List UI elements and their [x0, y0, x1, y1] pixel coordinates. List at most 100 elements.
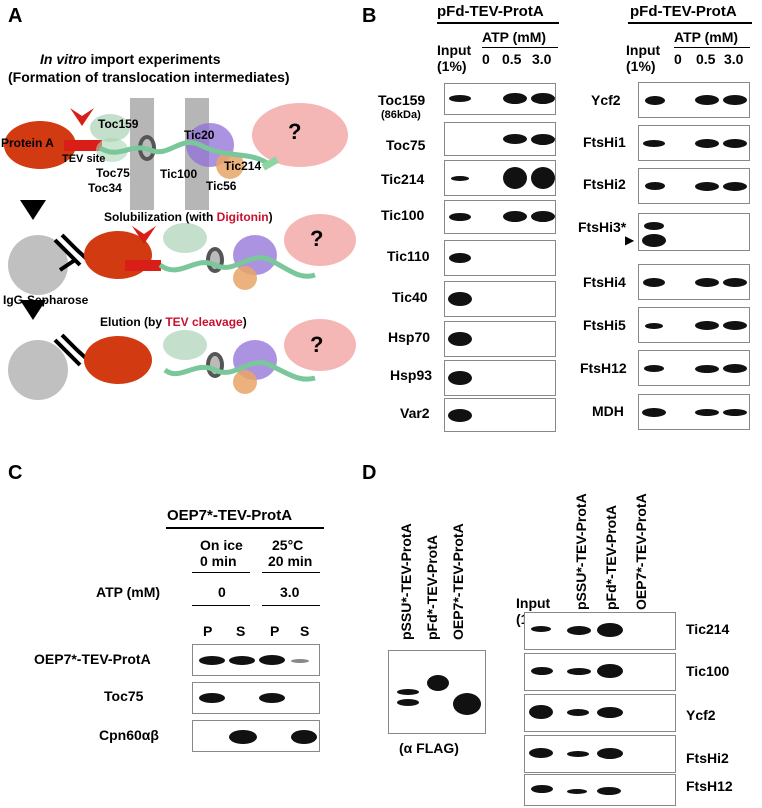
- b-left-input-pct: (1%): [437, 58, 467, 74]
- blot-tic110: [444, 240, 556, 276]
- b-row-label: MDH: [592, 403, 624, 419]
- label-tic214: Tic214: [224, 159, 262, 173]
- c-row-label: Toc75: [104, 688, 144, 704]
- b-row-label: FtsHi4: [583, 274, 626, 290]
- b-left-atp-0: 0: [482, 51, 490, 67]
- b-row-label: Var2: [400, 405, 430, 421]
- step-elution: Elution (by TEV cleavage): [100, 315, 247, 329]
- d-row-label: Tic100: [686, 663, 730, 679]
- b-row-label: FtsHi2: [583, 176, 626, 192]
- panel-a-title-1: In vitro import experiments: [40, 52, 221, 66]
- blot-ftshi2: [638, 168, 750, 204]
- b-row-label: FtsHi1: [583, 134, 626, 150]
- blot-var2: [444, 398, 556, 432]
- blot-tic214: [444, 160, 556, 196]
- c-cond1-a: On ice: [200, 537, 243, 553]
- b-row-label: FtsHi3*: [578, 219, 627, 235]
- c-fraction-p2: P: [270, 623, 280, 639]
- label-toc159: Toc159: [98, 117, 139, 131]
- panel-a-letter: A: [8, 5, 23, 27]
- b-row-label: Toc159: [378, 92, 426, 108]
- question-mark-3: ?: [310, 332, 324, 357]
- b-right-construct-line: [628, 22, 752, 24]
- b-right-atp-line: [674, 47, 750, 48]
- label-tic100: Tic100: [160, 167, 198, 181]
- c-blot-cpn60: [192, 720, 320, 752]
- c-cond1-line: [192, 572, 250, 573]
- panel-a-schematic: [4, 98, 356, 400]
- panel-b-letter: B: [362, 5, 377, 27]
- c-construct-line: [166, 527, 324, 529]
- blot-tic40: [444, 281, 556, 317]
- step-solubilization: Solubilization (with Digitonin): [104, 210, 273, 224]
- b-row-label: FtsH12: [580, 360, 627, 376]
- label-tic56: Tic56: [206, 179, 237, 193]
- blot-ftshi3: [638, 213, 750, 251]
- d-row-label: Tic214: [686, 621, 730, 637]
- d-left-lane-3: OEP7*-TEV-ProtA: [450, 523, 466, 640]
- b-row-sublabel: (86kDa): [381, 109, 421, 121]
- d-blot-flag: [388, 650, 486, 734]
- d-left-lane-2: pFd*-TEV-ProtA: [424, 535, 440, 640]
- blot-ftshi5: [638, 307, 750, 343]
- d-row-label: Ycf2: [686, 707, 716, 723]
- label-toc34: Toc34: [88, 181, 122, 195]
- panel-a-title-rest: import experiments: [86, 51, 221, 67]
- b-row-label: Tic40: [392, 289, 428, 305]
- panel-c-letter: C: [8, 462, 23, 484]
- b-left-construct-line: [437, 22, 559, 24]
- c-atp0-line: [192, 605, 250, 606]
- b-right-atp-05: 0.5: [696, 51, 716, 67]
- blot-hsp93: [444, 360, 556, 396]
- label-tic20: Tic20: [184, 128, 215, 142]
- b-row-label: FtsHi5: [583, 317, 626, 333]
- b-left-input: Input: [437, 42, 472, 58]
- blot-toc159: [444, 83, 556, 115]
- b-right-input-pct: (1%): [626, 58, 656, 74]
- b-right-construct: pFd-TEV-ProtA: [630, 3, 737, 20]
- blot-ftsh12: [638, 350, 750, 386]
- c-cond2-a: 25°C: [272, 537, 304, 553]
- c-atp-label: ATP (mM): [96, 584, 161, 600]
- c-cond1-b: 0 min: [200, 553, 237, 569]
- c-fraction-s2: S: [300, 623, 310, 639]
- ftshi3-arrowhead-icon: ▶: [625, 233, 635, 247]
- blot-ftshi1: [638, 125, 750, 161]
- blot-tic100: [444, 200, 556, 234]
- b-right-input: Input: [626, 42, 661, 58]
- c-cond2-b: 20 min: [268, 553, 313, 569]
- c-blot-oep7: [192, 644, 320, 676]
- label-igg-sepharose: IgG-Sepharose: [3, 293, 89, 307]
- c-atp3-line: [262, 605, 320, 606]
- c-construct: OEP7*-TEV-ProtA: [167, 507, 293, 524]
- b-right-atp-0: 0: [674, 51, 682, 67]
- d-blot-ftshi2: [524, 735, 676, 773]
- protein-a-shape: [4, 121, 76, 169]
- d-row-label: FtsHi2: [686, 750, 729, 766]
- step-arrow-1-icon: [20, 200, 46, 220]
- panel-a-title-italic: In vitro: [40, 51, 87, 67]
- d-blot-ftsh12: [524, 774, 676, 806]
- step-arrow-2-icon: [20, 300, 46, 320]
- b-row-label: Tic100: [381, 207, 425, 223]
- d-row-label: FtsH12: [686, 778, 733, 794]
- c-atp-0: 0: [218, 584, 226, 600]
- blot-ycf2: [638, 82, 750, 118]
- b-row-label: Tic214: [381, 171, 425, 187]
- c-fraction-s1: S: [236, 623, 246, 639]
- b-row-label: Toc75: [386, 137, 426, 153]
- question-mark-2: ?: [310, 226, 324, 251]
- panel-a-title-2: (Formation of translocation intermediate…: [8, 69, 290, 85]
- question-mark-1: ?: [288, 119, 302, 144]
- b-left-atp-3: 3.0: [532, 51, 552, 67]
- d-right-lane-2: pFd*-TEV-ProtA: [603, 505, 619, 610]
- igg-bead-shape: [8, 235, 68, 295]
- b-row-label: Hsp93: [390, 367, 433, 383]
- b-row-label: Ycf2: [591, 92, 621, 108]
- blot-hsp70: [444, 321, 556, 357]
- panel-d-letter: D: [362, 462, 377, 484]
- d-left-lane-1: pSSU*-TEV-ProtA: [398, 523, 414, 640]
- blot-mdh: [638, 394, 750, 430]
- b-right-atp: ATP (mM): [674, 29, 739, 45]
